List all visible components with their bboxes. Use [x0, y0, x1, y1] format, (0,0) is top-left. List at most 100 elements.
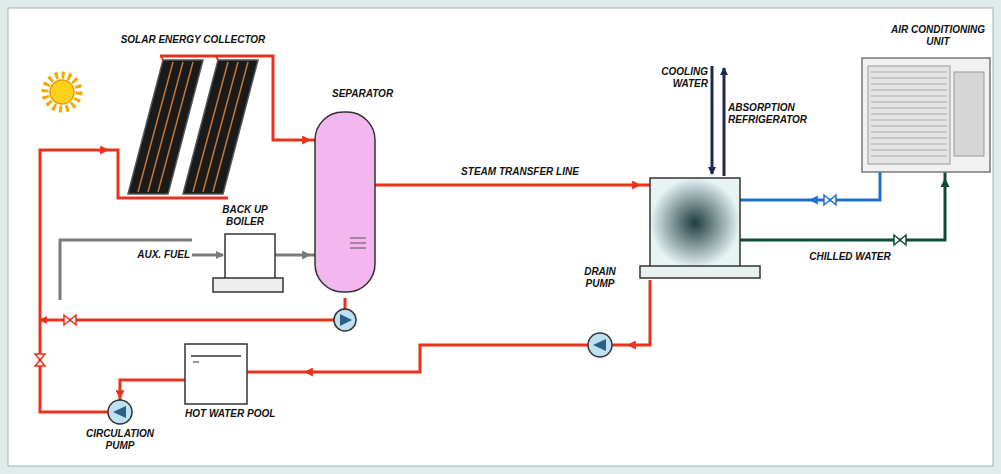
- refrigerator-base: [640, 266, 760, 278]
- level-mark: [350, 248, 366, 249]
- grille-slat: [871, 84, 947, 85]
- pipe-connector: [40, 150, 108, 412]
- node-shape: [856, 24, 996, 179]
- grille-slat: [871, 138, 947, 139]
- cooling-water-out: [723, 68, 726, 176]
- grille-slat: [871, 126, 947, 127]
- component-node: BACK UP BOILER: [205, 204, 285, 292]
- boiler-base: [213, 278, 283, 292]
- ac-control-panel: [954, 72, 984, 156]
- sun: [45, 75, 79, 109]
- absorber-tube: [193, 62, 228, 192]
- line-label: CHILLED WATER: [806, 251, 893, 263]
- pump-symbol: [588, 333, 612, 357]
- cooling-water-in: [711, 66, 714, 174]
- pipe: [740, 199, 810, 202]
- component-node: DRAIN PUMP: [572, 266, 628, 360]
- valve-symbol: [35, 354, 45, 366]
- pipe-connector: [120, 380, 185, 398]
- grille-slat: [871, 72, 947, 73]
- panel: [8, 8, 993, 466]
- collector-panel: [183, 60, 258, 194]
- grille-slat: [871, 96, 947, 97]
- pipe-connector: [628, 280, 650, 345]
- component-label: BACK UP BOILER: [205, 204, 285, 228]
- pump-impeller: [593, 339, 606, 351]
- node-shape: [640, 98, 810, 280]
- component-node: SOLAR ENERGY COLLECTOR: [108, 34, 278, 202]
- valve-symbol: [64, 315, 76, 325]
- pipe: [572, 344, 588, 347]
- component-node: AIR CONDITIONING UNIT: [856, 24, 996, 179]
- grille-slat: [871, 102, 947, 103]
- boiler-body: [225, 234, 275, 280]
- pool-tank: [185, 344, 247, 404]
- component-label: AIR CONDITIONING UNIT: [886, 24, 990, 48]
- grille-slat: [871, 108, 947, 109]
- component-label: HOT WATER POOL: [185, 408, 305, 420]
- pipe: [247, 371, 305, 374]
- grille-slat: [871, 114, 947, 115]
- grille-slat: [871, 156, 947, 157]
- component-label: SOLAR ENERGY COLLECTOR: [108, 34, 278, 46]
- pipe-connector: [285, 254, 310, 257]
- pipe-connector: [278, 139, 310, 142]
- fuel-line: [192, 254, 223, 257]
- component-label: ABSORPTION REFRIGERATOR: [728, 102, 810, 126]
- annotation-label: COOLING WATER: [646, 66, 708, 90]
- grille-slat: [871, 144, 947, 145]
- absorber-tube: [148, 62, 183, 192]
- ac-housing: [862, 58, 990, 172]
- pipe: [879, 172, 882, 179]
- grille-slat: [871, 120, 947, 121]
- refrigerator-body: [650, 178, 740, 268]
- grille-slat: [871, 150, 947, 151]
- level-mark: [193, 362, 199, 363]
- pump-impeller: [113, 406, 126, 418]
- grille-slat: [871, 78, 947, 79]
- grille-slat: [871, 132, 947, 133]
- pipe: [161, 56, 163, 60]
- pipe: [740, 239, 810, 242]
- pipe: [216, 56, 218, 60]
- absorber-tube: [158, 62, 193, 192]
- component-label: SEPARATOR: [332, 88, 400, 100]
- valve-symbol: [824, 195, 836, 205]
- pipe-connector: [810, 179, 945, 240]
- pipe-connector: [810, 179, 880, 200]
- annotation-label: AUX. FUEL: [134, 249, 190, 261]
- component-node: SEPARATOR: [310, 88, 400, 298]
- separator-vessel: [315, 112, 375, 292]
- level-mark: [350, 238, 366, 239]
- node-shape: [108, 34, 278, 202]
- pipe: [75, 411, 108, 414]
- absorber-tube: [213, 62, 248, 192]
- pipe-connector: [305, 345, 572, 372]
- fuel-line: [60, 240, 192, 300]
- valve-symbol: [894, 235, 906, 245]
- absorber-tube: [138, 62, 173, 192]
- pipe-connector: [400, 184, 640, 187]
- component-node: HOT WATER POOL: [185, 342, 305, 424]
- component-label: DRAIN PUMP: [572, 266, 628, 290]
- pipe: [944, 172, 947, 179]
- pipe: [640, 184, 650, 187]
- pipe: [40, 319, 334, 322]
- absorber-tube: [203, 62, 238, 192]
- component-node: CIRCULATION PUMP: [75, 398, 165, 460]
- pipe: [612, 344, 628, 347]
- grille-slat: [871, 90, 947, 91]
- level-mark: [350, 243, 366, 244]
- water-level: [191, 355, 241, 357]
- pipe: [275, 254, 285, 257]
- pump-symbol: [108, 400, 132, 424]
- line-label: STEAM TRANSFER LINE: [458, 166, 582, 178]
- pipe: [344, 298, 347, 309]
- pump-symbol: [334, 309, 356, 331]
